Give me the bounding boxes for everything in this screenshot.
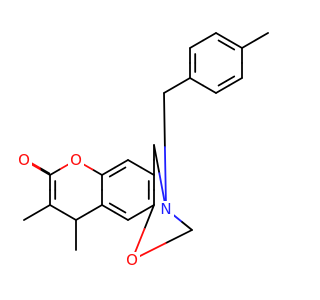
label-bg <box>158 201 174 217</box>
bond-line <box>241 32 269 49</box>
bond-line <box>202 32 217 42</box>
bond-line <box>23 204 51 221</box>
bond-line <box>158 172 166 203</box>
bond-line <box>217 80 228 87</box>
bond-line <box>91 168 103 176</box>
bond-line <box>140 166 155 176</box>
bond-line <box>153 144 161 175</box>
bond-line <box>29 163 42 171</box>
bond-line <box>163 77 191 94</box>
bond-line <box>215 32 230 42</box>
bond-line <box>108 171 119 178</box>
bond-line <box>189 77 204 87</box>
oxazine-oxygen-label: O <box>126 251 138 269</box>
bond-line <box>217 39 228 46</box>
bond-line <box>38 166 51 175</box>
bond-line <box>39 168 51 176</box>
bond-line <box>127 211 142 221</box>
bond-line <box>88 204 103 214</box>
bond-line <box>228 77 243 87</box>
bond-line <box>225 75 236 82</box>
bond-line <box>164 229 193 245</box>
bond-line <box>49 204 64 214</box>
bonds-group <box>23 32 269 258</box>
nitrogen-atom-label: N <box>160 200 171 218</box>
carbonyl-oxygen-label: O <box>18 151 30 169</box>
label-bg <box>124 252 140 268</box>
bond-line <box>143 204 155 230</box>
bond-line <box>101 166 116 176</box>
molecule-canvas: N O O O <box>16 32 269 269</box>
bond-line <box>49 168 61 176</box>
bond-line <box>127 159 142 169</box>
bond-line <box>225 44 236 51</box>
label-bg <box>68 152 84 168</box>
structure-diagram: N O O O <box>16 32 269 269</box>
label-bg <box>16 152 32 168</box>
bond-line <box>75 211 90 221</box>
bond-line <box>163 92 166 148</box>
lactone-oxygen-label: O <box>70 151 82 169</box>
bond-line <box>116 166 127 173</box>
bond-line <box>189 39 204 49</box>
bond-line <box>202 84 217 94</box>
bond-line <box>140 204 155 214</box>
bond-line <box>101 204 116 214</box>
bond-line <box>181 221 193 231</box>
bond-line <box>62 211 77 221</box>
bond-line <box>108 202 119 209</box>
bond-line <box>163 146 167 202</box>
bond-line <box>58 163 70 171</box>
bond-line <box>82 163 94 171</box>
bond-line <box>114 211 129 221</box>
bond-line <box>114 159 129 169</box>
bond-line <box>228 39 243 49</box>
bond-line <box>116 207 127 214</box>
bond-line <box>215 84 230 94</box>
bond-line <box>134 227 146 254</box>
bond-line <box>138 242 167 258</box>
